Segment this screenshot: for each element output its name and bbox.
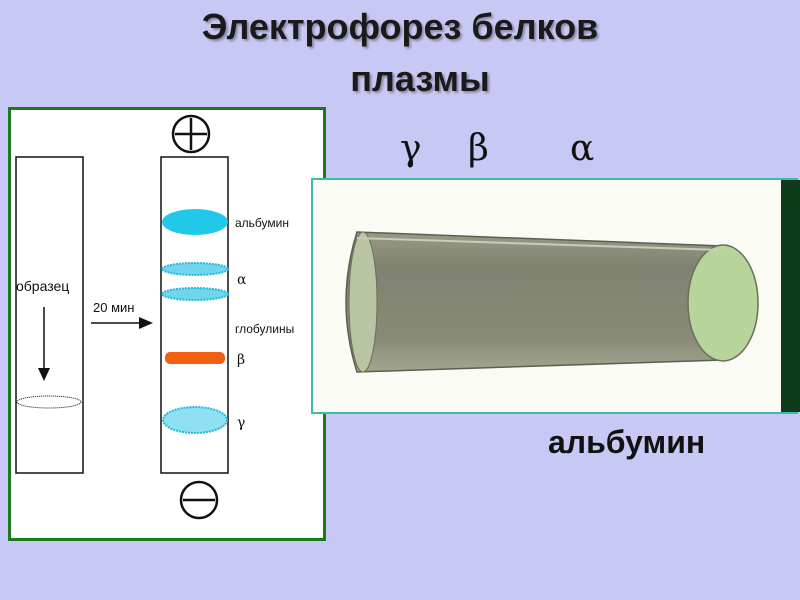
alpha1-band — [161, 262, 229, 276]
alpha-symbol: α — [570, 128, 595, 169]
alpha-label: α — [237, 272, 247, 288]
sample-ring — [16, 395, 82, 409]
test-tube-illustration — [345, 231, 759, 373]
test-tube-photo — [311, 178, 798, 414]
beta-label: β — [237, 352, 245, 368]
down-arrow-icon — [38, 368, 50, 381]
gamma-symbol: γ — [400, 128, 422, 169]
page-subtitle: плазмы — [350, 58, 490, 99]
time-label: 20 мин — [93, 300, 134, 315]
gamma-label: γ — [237, 415, 245, 431]
result-tube — [160, 156, 229, 474]
albumin-band — [162, 209, 228, 235]
tube-highlight — [356, 237, 722, 251]
tube-body — [345, 231, 742, 373]
gamma-band — [162, 406, 228, 434]
tube-right-end — [687, 244, 759, 362]
globulins-label: глобулины — [235, 322, 294, 336]
beta-band — [165, 352, 225, 364]
page-title: Электрофорез белков — [201, 6, 599, 47]
alpha2-band — [161, 287, 229, 301]
dark-edge — [781, 180, 800, 412]
minus-circle-icon — [179, 480, 219, 520]
sample-tube — [15, 156, 84, 474]
sample-label: образец — [16, 278, 69, 294]
albumin-label: альбумин — [235, 216, 289, 230]
right-arrow-icon — [139, 317, 153, 329]
electrophoresis-diagram: образец 20 мин альбумин α глобулины β γ — [8, 107, 326, 541]
plus-circle-icon — [171, 114, 211, 154]
beta-symbol: β — [468, 128, 489, 169]
tube-left-end — [348, 231, 378, 373]
albumin-caption: альбумин — [548, 424, 706, 460]
electrophoresis-diagram-svg: образец 20 мин альбумин α глобулины β γ — [15, 114, 294, 520]
